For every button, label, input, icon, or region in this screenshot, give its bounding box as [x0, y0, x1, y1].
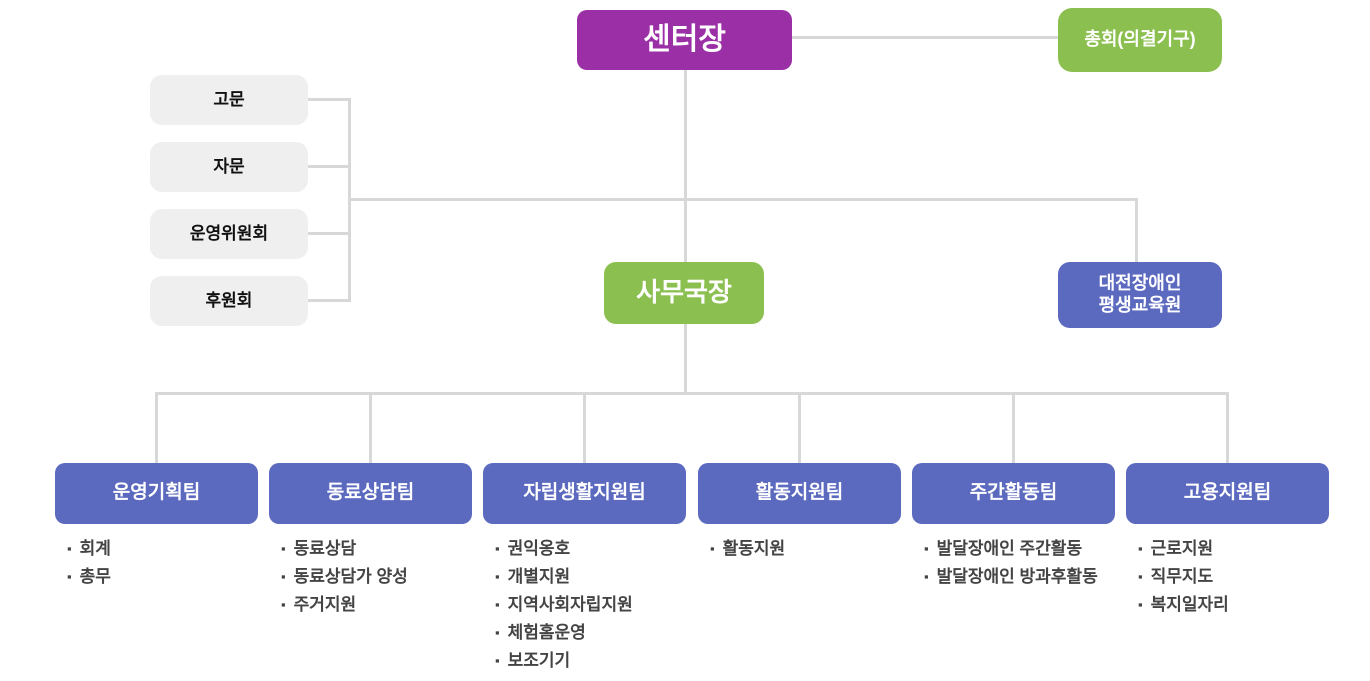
list-item: 주거지원 — [281, 596, 516, 613]
connector-team-drop-6 — [1226, 392, 1229, 463]
list-item: 보조기기 — [495, 652, 730, 669]
node-lifelong-education-institute: 대전장애인 평생교육원 — [1058, 262, 1222, 328]
node-general-assembly: 총회(의결기구) — [1058, 8, 1222, 72]
list-item: 회계 — [67, 540, 302, 557]
node-team-operations-planning: 운영기획팀 — [55, 463, 258, 524]
connector-advisor-stub-4 — [308, 299, 351, 302]
list-item: 직무지도 — [1138, 568, 1370, 585]
connector-institute-drop — [1135, 198, 1138, 262]
node-sponsor-association: 후원회 — [150, 276, 308, 326]
connector-team-drop-3 — [583, 392, 586, 463]
connector-team-drop-1 — [155, 392, 158, 463]
list-item: 발달장애인 주간활동 — [924, 540, 1159, 557]
connector-root-assembly — [792, 36, 1058, 39]
institute-label-line1: 대전장애인 — [1098, 273, 1182, 294]
node-team-activity-support: 활동지원팀 — [698, 463, 901, 524]
connector-branch — [348, 198, 1138, 201]
connector-team-drop-2 — [369, 392, 372, 463]
list-item: 지역사회자립지원 — [495, 596, 730, 613]
list-item: 활동지원 — [710, 540, 945, 557]
list-item: 동료상담가 양성 — [281, 568, 516, 585]
team-list-independent-living-support: 권익옹호 개별지원 지역사회자립지원 체험홈운영 보조기기 — [495, 540, 730, 680]
connector-director-drop — [684, 324, 687, 393]
list-item: 체험홈운영 — [495, 624, 730, 641]
node-advisory: 자문 — [150, 142, 308, 192]
list-item: 근로지원 — [1138, 540, 1370, 557]
list-item: 동료상담 — [281, 540, 516, 557]
node-secretary-general: 사무국장 — [604, 262, 764, 324]
list-item: 발달장애인 방과후활동 — [924, 568, 1159, 585]
list-item: 개별지원 — [495, 568, 730, 585]
connector-advisor-stub-2 — [308, 165, 351, 168]
node-team-peer-counseling: 동료상담팀 — [269, 463, 472, 524]
node-advisor: 고문 — [150, 75, 308, 125]
list-item: 복지일자리 — [1138, 596, 1370, 613]
institute-label-line2: 평생교육원 — [1098, 295, 1182, 315]
node-team-employment-support: 고용지원팀 — [1126, 463, 1329, 524]
connector-advisor-stub-1 — [308, 98, 351, 101]
team-list-peer-counseling: 동료상담 동료상담가 양성 주거지원 — [281, 540, 516, 624]
team-list-daytime-activity: 발달장애인 주간활동 발달장애인 방과후활동 — [924, 540, 1159, 596]
list-item: 권익옹호 — [495, 540, 730, 557]
node-center-director: 센터장 — [577, 10, 792, 70]
node-steering-committee: 운영위원회 — [150, 209, 308, 259]
list-item: 총무 — [67, 568, 302, 585]
team-list-activity-support: 활동지원 — [710, 540, 945, 568]
team-list-operations-planning: 회계 총무 — [67, 540, 302, 596]
connector-root-director — [684, 70, 687, 262]
connector-team-drop-4 — [798, 392, 801, 463]
connector-team-drop-5 — [1012, 392, 1015, 463]
node-team-independent-living-support: 자립생활지원팀 — [483, 463, 686, 524]
connector-advisor-stub-3 — [308, 232, 351, 235]
team-list-employment-support: 근로지원 직무지도 복지일자리 — [1138, 540, 1370, 624]
connector-teams-rail — [155, 392, 1228, 395]
node-team-daytime-activity: 주간활동팀 — [912, 463, 1115, 524]
